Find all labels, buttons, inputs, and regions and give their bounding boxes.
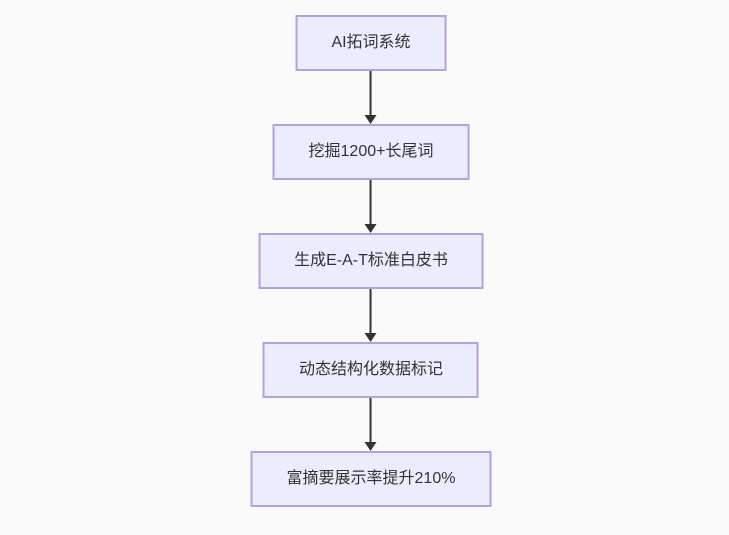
flowchart-node-eat-whitepaper: 生成E-A-T标准白皮书 [258,233,484,289]
node-label: AI拓词系统 [331,33,411,51]
arrow-head-icon [365,115,377,124]
arrow-line [370,398,372,445]
arrow-head-icon [365,442,377,451]
flowchart: AI拓词系统 挖掘1200+长尾词 生成E-A-T标准白皮书 动态结构化数据标记 [250,15,492,507]
arrow-down-connector [364,398,378,451]
arrow-line [370,71,372,118]
flowchart-node-ai-system: AI拓词系统 [295,15,447,71]
arrow-line [370,289,372,336]
flowchart-node-rich-snippet-result: 富摘要展示率提升210% [250,451,492,507]
node-label: 动态结构化数据标记 [298,360,443,378]
arrow-down-connector [364,180,378,233]
node-label: 挖掘1200+长尾词 [308,142,434,160]
node-label: 生成E-A-T标准白皮书 [294,251,448,269]
node-label: 富摘要展示率提升210% [286,469,456,487]
flowchart-node-structured-data: 动态结构化数据标记 [262,342,479,398]
arrow-head-icon [365,224,377,233]
arrow-line [370,180,372,227]
arrow-down-connector [364,289,378,342]
arrow-down-connector [364,71,378,124]
arrow-head-icon [365,333,377,342]
flowchart-node-longtail-mining: 挖掘1200+长尾词 [272,124,470,180]
